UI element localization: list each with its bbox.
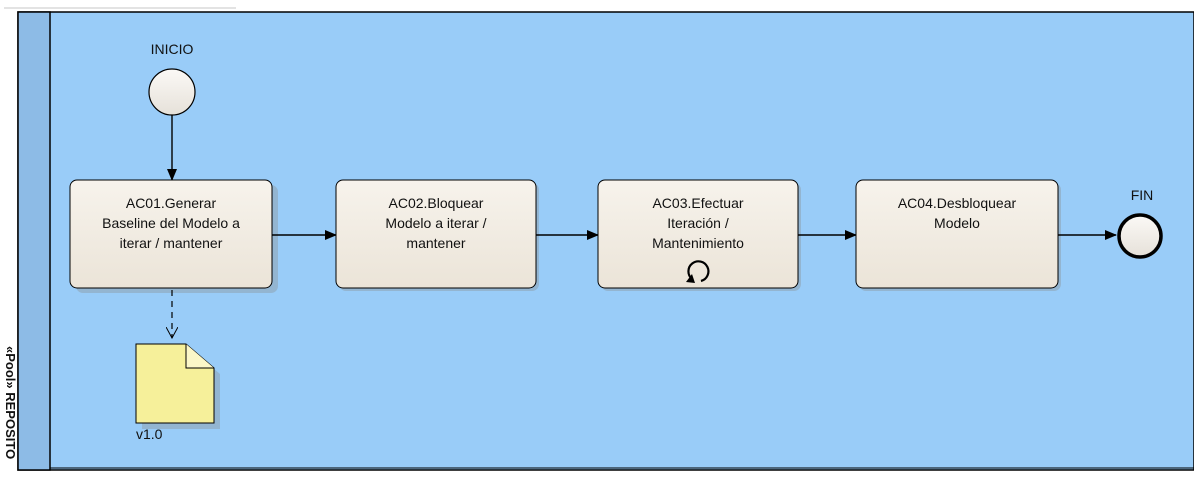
data-object[interactable]: v1.0	[135, 343, 220, 442]
task-ac04-line-2: Modelo	[934, 215, 980, 231]
task-ac01-line-1: AC01.Generar	[126, 195, 217, 211]
end-event-label: FIN	[1131, 187, 1154, 203]
task-ac02-line-1: AC02.Bloquear	[389, 195, 484, 211]
task-ac03-line-2: Iteración /	[667, 215, 729, 231]
task-ac04-line-1: AC04.Desbloquear	[898, 195, 1017, 211]
task-ac01-line-2: Baseline del Modelo a	[102, 215, 240, 231]
start-event-circle	[148, 68, 196, 116]
pool-header	[17, 11, 51, 471]
data-object-label: v1.0	[136, 426, 163, 442]
end-event-circle	[1117, 213, 1163, 259]
task-ac02-line-3: mantener	[406, 235, 465, 251]
task-ac02-box	[335, 179, 537, 289]
task-ac01-box	[69, 179, 273, 289]
task-ac03-line-1: AC03.Efectuar	[652, 195, 743, 211]
start-event-label: INICIO	[151, 41, 194, 57]
start-event[interactable]: INICIO	[148, 41, 196, 116]
pool-label: «Pool» REPOSITO	[3, 346, 18, 459]
task-ac03-line-3: Mantenimiento	[652, 235, 744, 251]
task-ac04[interactable]: AC04.Desbloquear Modelo	[855, 179, 1061, 291]
task-ac04-box	[855, 179, 1059, 289]
task-ac01[interactable]: AC01.Generar Baseline del Modelo a itera…	[69, 179, 278, 293]
task-ac03[interactable]: AC03.Efectuar Iteración / Mantenimiento	[597, 179, 801, 291]
task-ac01-line-3: iterar / mantener	[120, 235, 223, 251]
data-object-fold	[185, 344, 214, 369]
end-event[interactable]: FIN	[1117, 187, 1163, 259]
task-ac02[interactable]: AC02.Bloquear Modelo a iterar / mantener	[335, 179, 539, 291]
loop-icon	[686, 260, 710, 283]
task-ac02-line-2: Modelo a iterar /	[385, 215, 486, 231]
task-ac03-box	[597, 179, 799, 289]
